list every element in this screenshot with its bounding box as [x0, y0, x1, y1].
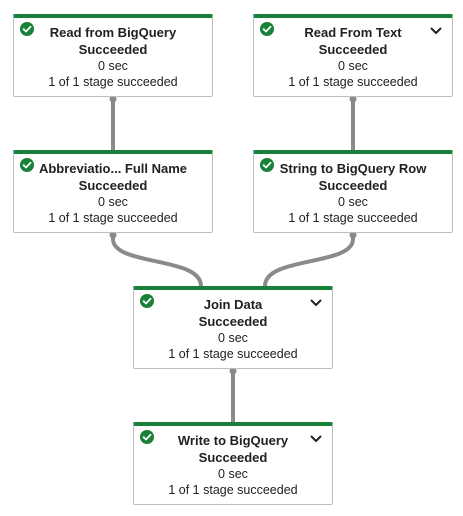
- edge-string-to-bigquery-row-to-join-data: [263, 231, 355, 288]
- check-circle-icon: [260, 158, 274, 172]
- step-stages: 1 of 1 stage succeeded: [168, 483, 298, 497]
- edge-port: [229, 367, 237, 375]
- step-title: Join Data: [203, 297, 263, 312]
- step-stages: 1 of 1 stage succeeded: [168, 347, 298, 361]
- chevron-down-icon[interactable]: [430, 27, 442, 35]
- step-stages: 1 of 1 stage succeeded: [288, 75, 418, 89]
- step-stages: 1 of 1 stage succeeded: [288, 211, 418, 225]
- step-status: Succeeded: [318, 42, 388, 57]
- step-node-abbreviation-full-name[interactable]: Abbreviatio... Full Name Succeeded 0 sec…: [13, 150, 213, 233]
- step-title: Abbreviatio... Full Name: [38, 161, 188, 176]
- chevron-down-icon[interactable]: [310, 299, 322, 307]
- step-node-write-to-bigquery[interactable]: Write to BigQuery Succeeded 0 sec 1 of 1…: [133, 422, 333, 505]
- step-duration: 0 sec: [218, 331, 248, 345]
- step-status: Succeeded: [78, 42, 148, 57]
- check-circle-icon: [140, 294, 154, 308]
- step-duration: 0 sec: [98, 59, 128, 73]
- step-duration: 0 sec: [218, 467, 248, 481]
- step-stages: 1 of 1 stage succeeded: [48, 75, 178, 89]
- step-status: Succeeded: [78, 178, 148, 193]
- chevron-down-icon[interactable]: [310, 435, 322, 443]
- step-node-join-data[interactable]: Join Data Succeeded 0 sec 1 of 1 stage s…: [133, 286, 333, 369]
- edge-abbreviation-full-name-to-join-data: [111, 231, 203, 288]
- edge-port: [109, 231, 117, 239]
- step-status: Succeeded: [198, 450, 268, 465]
- step-duration: 0 sec: [338, 59, 368, 73]
- step-title: String to BigQuery Row: [279, 161, 427, 176]
- step-title: Write to BigQuery: [177, 433, 289, 448]
- step-status: Succeeded: [318, 178, 388, 193]
- step-duration: 0 sec: [338, 195, 368, 209]
- check-circle-icon: [260, 22, 274, 36]
- step-title: Read From Text: [304, 25, 402, 40]
- step-stages: 1 of 1 stage succeeded: [48, 211, 178, 225]
- step-node-read-from-bigquery[interactable]: Read from BigQuery Succeeded 0 sec 1 of …: [13, 14, 213, 97]
- step-node-read-from-text[interactable]: Read From Text Succeeded 0 sec 1 of 1 st…: [253, 14, 453, 97]
- check-circle-icon: [140, 430, 154, 444]
- step-status: Succeeded: [198, 314, 268, 329]
- edge-port: [349, 231, 357, 239]
- edge-port: [109, 95, 117, 103]
- check-circle-icon: [20, 158, 34, 172]
- edge-port: [349, 95, 357, 103]
- step-title: Read from BigQuery: [49, 25, 177, 40]
- step-duration: 0 sec: [98, 195, 128, 209]
- check-circle-icon: [20, 22, 34, 36]
- step-node-string-to-bigquery-row[interactable]: String to BigQuery Row Succeeded 0 sec 1…: [253, 150, 453, 233]
